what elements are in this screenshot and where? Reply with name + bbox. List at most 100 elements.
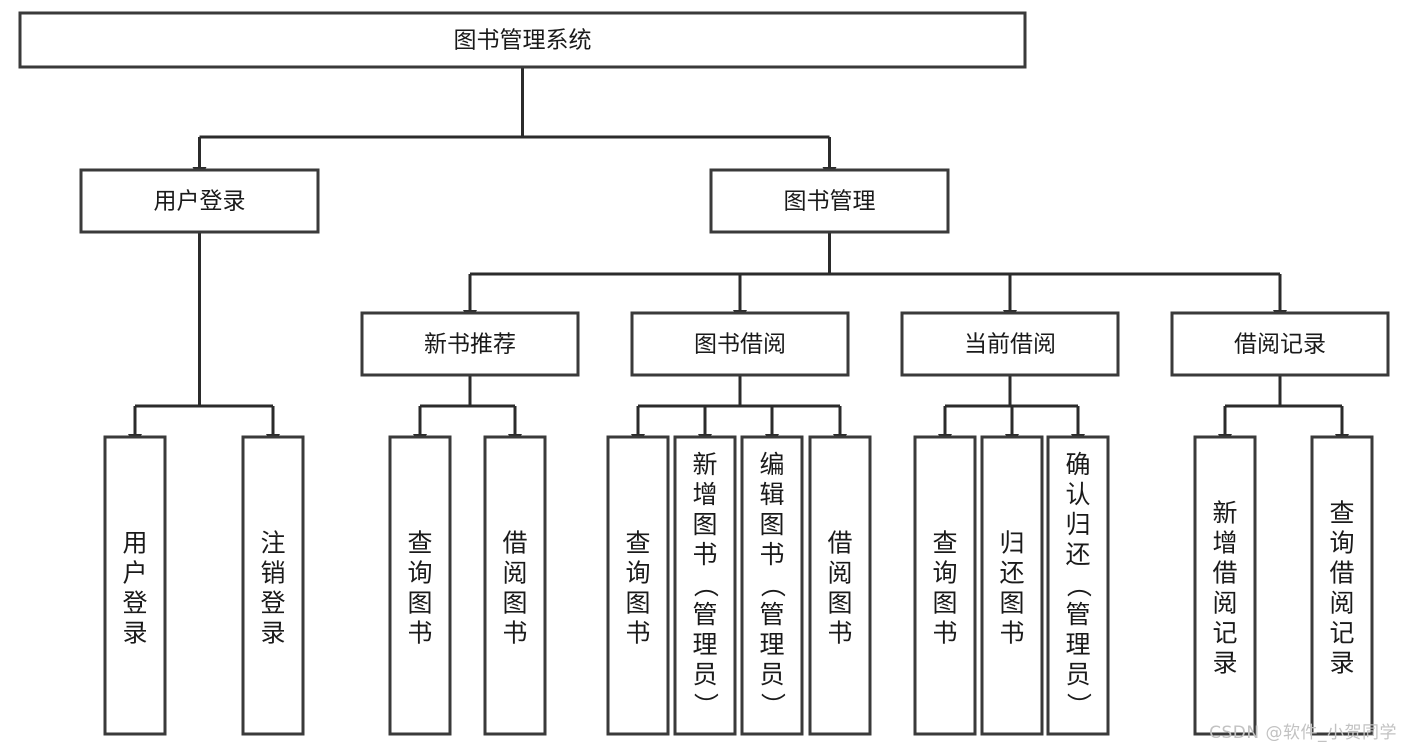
- svg-text:书: 书: [692, 540, 717, 569]
- svg-text:询: 询: [1329, 529, 1354, 558]
- svg-text:阅: 阅: [827, 559, 852, 588]
- connector-2-to-leaves: [631, 375, 847, 446]
- svg-text:用: 用: [122, 529, 147, 558]
- svg-text:阅: 阅: [502, 559, 527, 588]
- svg-text:编: 编: [759, 450, 784, 479]
- svg-text:新: 新: [692, 450, 717, 479]
- svg-text:认: 认: [1065, 480, 1090, 509]
- level2-node-4-box[interactable]: [1170, 311, 1390, 377]
- svg-text:理: 理: [1065, 630, 1090, 659]
- svg-text:图: 图: [625, 589, 650, 618]
- leaf-node-3-box[interactable]: [388, 435, 452, 736]
- level2-node-4-label: 借阅记录: [1234, 332, 1326, 358]
- level2-node-1[interactable]: 新书推荐: [360, 311, 580, 377]
- root-node-system-title-label: 图书管理系统: [454, 28, 592, 54]
- level2-node-2-label: 图书借阅: [694, 332, 786, 358]
- leaf-node-10-box[interactable]: [980, 435, 1044, 736]
- leaf-node-7-box[interactable]: [740, 435, 804, 736]
- connector-3-to-leaves: [938, 375, 1085, 446]
- leaf-node-11-box[interactable]: [1046, 435, 1110, 736]
- level2-node-3-box[interactable]: [900, 311, 1120, 377]
- connector-4-to-leaves: [1218, 375, 1349, 446]
- level2-node-2[interactable]: 图书借阅: [630, 311, 850, 377]
- leaf-node-1-box[interactable]: [103, 435, 167, 736]
- svg-text:销: 销: [260, 559, 285, 588]
- svg-text:管: 管: [692, 600, 717, 629]
- svg-text:员: 员: [692, 660, 717, 689]
- svg-text:书: 书: [759, 540, 784, 569]
- level2-node-3[interactable]: 当前借阅: [900, 311, 1120, 377]
- svg-text:图: 图: [759, 510, 784, 539]
- level2-node-4[interactable]: 借阅记录: [1170, 311, 1390, 377]
- root-node-system-title-box[interactable]: [18, 11, 1027, 69]
- svg-text:）: ）: [758, 692, 787, 717]
- leaf-node-4-box[interactable]: [483, 435, 547, 736]
- svg-text:记: 记: [1212, 619, 1237, 648]
- svg-text:）: ）: [1064, 692, 1093, 717]
- level2-node-3-label: 当前借阅: [964, 332, 1056, 358]
- svg-text:员: 员: [1065, 660, 1090, 689]
- svg-text:书: 书: [625, 619, 650, 648]
- level2-node-1-box[interactable]: [360, 311, 580, 377]
- svg-text:管: 管: [759, 600, 784, 629]
- connector-lines-group: [128, 67, 1349, 446]
- svg-text:图: 图: [692, 510, 717, 539]
- svg-text:图: 图: [407, 589, 432, 618]
- leaf-node-5-box[interactable]: [606, 435, 670, 736]
- level1-node-2-box[interactable]: [709, 168, 950, 234]
- svg-text:书: 书: [827, 619, 852, 648]
- svg-text:书: 书: [407, 619, 432, 648]
- leaf-node-13-box[interactable]: [1310, 435, 1374, 736]
- leaf-node-12-box[interactable]: [1193, 435, 1257, 736]
- svg-text:询: 询: [407, 559, 432, 588]
- leaf-node-2-box[interactable]: [241, 435, 305, 736]
- level1-node-2-label: 图书管理: [784, 189, 876, 215]
- svg-text:增: 增: [692, 480, 717, 509]
- svg-text:（: （: [1064, 572, 1093, 597]
- connector-1-to-leaves: [413, 375, 522, 446]
- level1-node-2[interactable]: 图书管理: [709, 168, 950, 234]
- svg-text:（: （: [691, 572, 720, 597]
- svg-text:阅: 阅: [1212, 589, 1237, 618]
- svg-text:查: 查: [407, 529, 432, 558]
- connector-root-to-level1: [192, 67, 837, 179]
- svg-text:图: 图: [502, 589, 527, 618]
- svg-text:新: 新: [1212, 499, 1237, 528]
- svg-text:确: 确: [1065, 450, 1090, 479]
- leaf-node-6-box[interactable]: [673, 435, 737, 736]
- svg-text:借: 借: [827, 529, 852, 558]
- svg-text:注: 注: [260, 529, 285, 558]
- svg-text:录: 录: [260, 619, 285, 648]
- level1-node-1-box[interactable]: [79, 168, 320, 234]
- leaf-node-8-box[interactable]: [808, 435, 872, 736]
- root-node-system-title[interactable]: 图书管理系统: [18, 11, 1027, 69]
- level1-nodes-group: 用户登录 图书管理: [79, 168, 950, 234]
- level1-node-1[interactable]: 用户登录: [79, 168, 320, 234]
- leaf-node-1[interactable]: 用户登录: [103, 435, 167, 736]
- leaf-node-9-box[interactable]: [913, 435, 977, 736]
- svg-text:借: 借: [1329, 559, 1354, 588]
- level2-node-2-box[interactable]: [630, 311, 850, 377]
- svg-text:理: 理: [692, 630, 717, 659]
